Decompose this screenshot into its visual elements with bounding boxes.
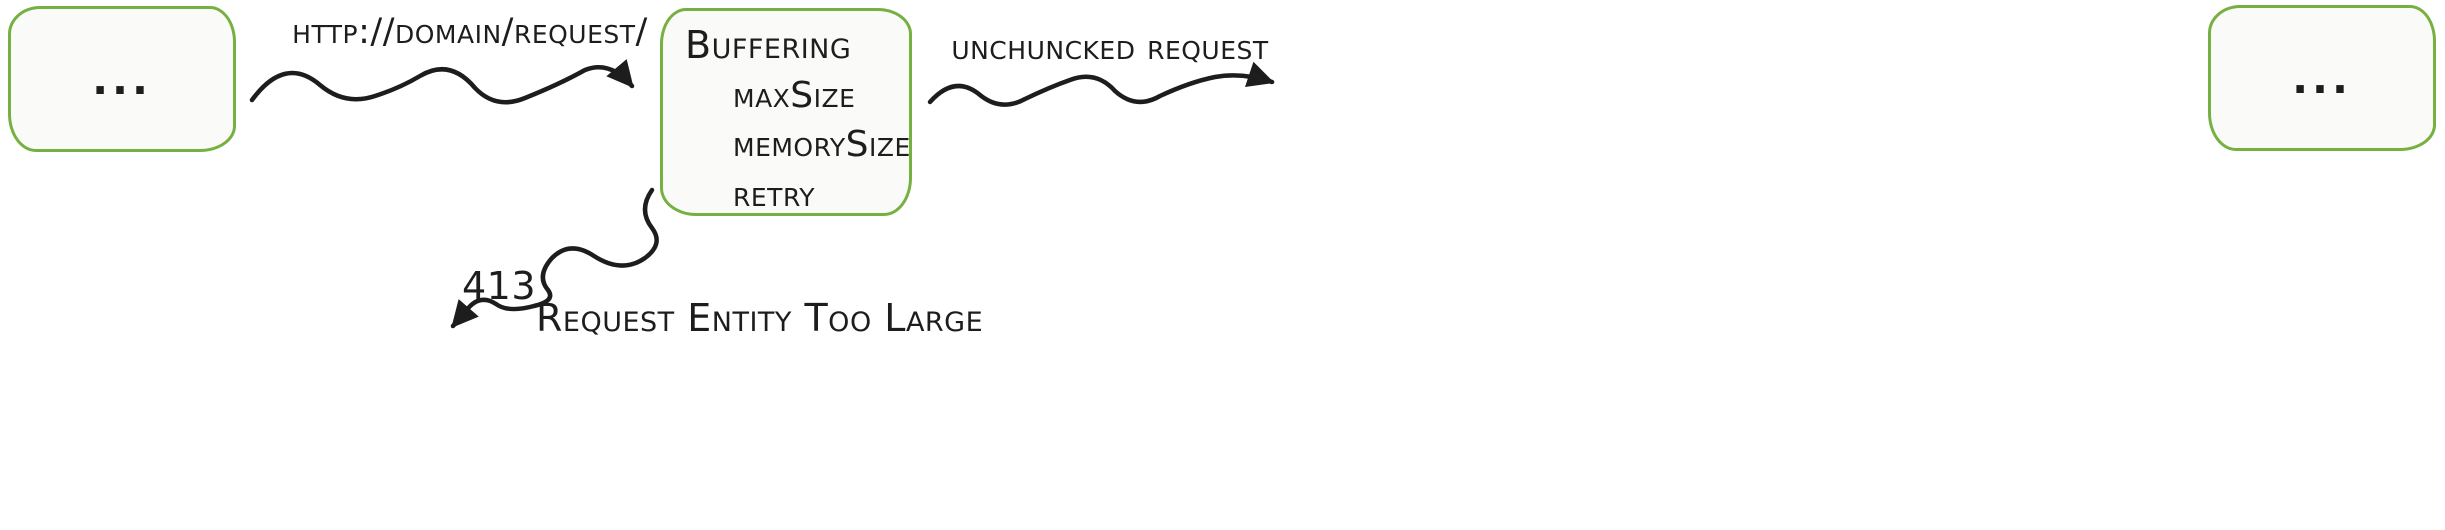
node-buffering-item-retry: retry [733,173,815,215]
request-arrow-label: http://domain/request/ [292,12,648,52]
node-left-label: ... [92,54,152,104]
node-buffering-item-memorysize: memorySize [733,124,911,166]
error-status-code: 413 [462,264,537,308]
node-right: ... [2208,5,2436,151]
node-buffering-title: Buffering [685,23,852,67]
node-left: ... [8,6,236,152]
node-buffering: Buffering maxSize memorySize retry [660,8,912,216]
unchunked-request-arrow-label: unchuncked request [951,28,1269,68]
request-arrow-path [249,59,635,105]
error-status-text: Request Entity Too Large [536,296,984,340]
node-buffering-item-maxsize: maxSize [733,75,856,116]
node-right-label: ... [2292,53,2352,103]
unchunked-request-arrow-path [927,61,1275,107]
